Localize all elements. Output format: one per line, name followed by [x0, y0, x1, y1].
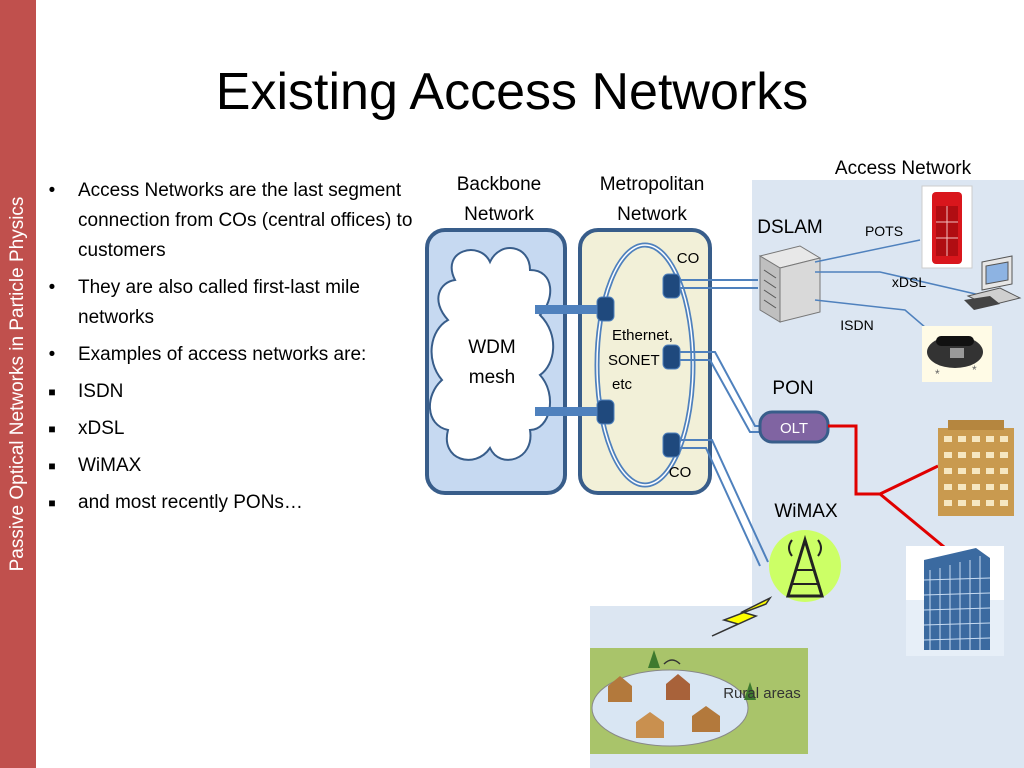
- rural-areas-label: Rural areas: [723, 685, 801, 702]
- bullet-item: •Examples of access networks are:: [48, 344, 367, 365]
- backbone-network-label: Network: [464, 204, 534, 225]
- node-connector: [596, 296, 615, 322]
- sonet-label: SONET: [608, 352, 660, 369]
- pon-splitter-lines: [828, 424, 956, 558]
- wdm-label: WDM: [468, 337, 515, 358]
- bullet-item: ■xDSL: [48, 418, 125, 439]
- wimax-fiber: [680, 439, 769, 567]
- lightning-bolt-icon: [711, 596, 773, 637]
- bullet-list: •Access Networks are the last segment co…: [42, 176, 432, 525]
- svg-text:*: *: [935, 367, 940, 381]
- bullet-item: •Access Networks are the last segment co…: [48, 180, 413, 261]
- access-network-label: Access Network: [835, 158, 972, 179]
- ethernet-label: Ethernet,: [612, 327, 673, 344]
- phone-booth-icon: [921, 185, 973, 269]
- dslam-server-icon: [758, 245, 822, 323]
- wimax-label: WiMAX: [774, 501, 838, 522]
- co-label-top: CO: [677, 250, 700, 267]
- etc-label: etc: [612, 376, 633, 393]
- co-connector-bottom: [662, 432, 681, 458]
- building-icon: [938, 420, 1014, 516]
- wdm-cloud: [428, 247, 555, 461]
- pots-label: POTS: [865, 223, 903, 239]
- olt-label: OLT: [780, 420, 808, 437]
- bullet-item: ■WiMAX: [48, 455, 142, 476]
- bullet-item: •They are also called first-last mile ne…: [48, 277, 360, 328]
- pon-label: PON: [772, 378, 813, 399]
- slide-title: Existing Access Networks: [215, 63, 809, 121]
- isdn-label: ISDN: [840, 317, 873, 333]
- bullet-text: Access Networks are the last segment con…: [78, 180, 413, 261]
- co-connector-top: [662, 273, 681, 299]
- skyscraper-icon: [906, 546, 1004, 656]
- bullet-text: and most recently PONs…: [78, 492, 303, 513]
- rural-village-icon: [590, 648, 808, 754]
- wimax-tower-icon: [769, 530, 841, 602]
- xdsl-label: xDSL: [892, 274, 926, 290]
- bullet-text: ISDN: [78, 381, 124, 402]
- bullet-text: Examples of access networks are:: [78, 344, 367, 365]
- co-connector-mid: [662, 344, 681, 370]
- bullet-text: WiMAX: [78, 455, 142, 476]
- bullet-text: They are also called first-last mile net…: [78, 277, 360, 328]
- metro-label: Metropolitan: [600, 174, 705, 195]
- backbone-label: Backbone: [457, 174, 542, 195]
- bullet-item: ■ISDN: [48, 381, 124, 402]
- mesh-label: mesh: [469, 367, 515, 388]
- metro-network-label: Network: [617, 204, 687, 225]
- svg-text:*: *: [972, 363, 977, 377]
- backbone-link-bottom: [535, 407, 605, 416]
- dslam-fiber: [680, 279, 758, 289]
- dslam-label: DSLAM: [757, 217, 822, 238]
- backbone-link-top: [535, 305, 605, 314]
- computer-icon: [964, 255, 1022, 310]
- sidebar: Passive Optical Networks in Particle Phy…: [0, 0, 36, 768]
- telephone-icon: * *: [922, 326, 992, 382]
- node-connector: [596, 399, 615, 425]
- co-label-bottom: CO: [669, 464, 692, 481]
- bullet-item: ■and most recently PONs…: [48, 492, 303, 513]
- bullet-text: xDSL: [78, 418, 125, 439]
